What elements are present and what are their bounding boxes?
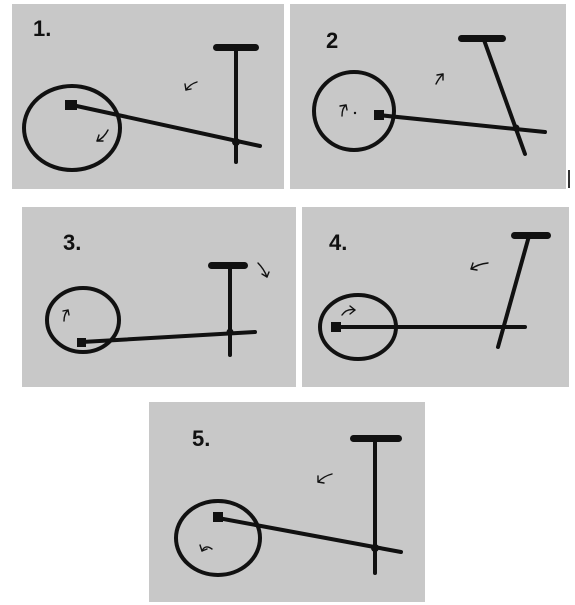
panel-2-drawing (312, 35, 547, 156)
panel-5-drawing (174, 435, 403, 577)
wheel-circle (45, 286, 121, 354)
slanted-post (482, 38, 527, 156)
panel-label: 2 (326, 28, 339, 53)
slanted-post (496, 234, 531, 349)
pivot-block (213, 512, 223, 522)
curved-arrow-icon (62, 309, 70, 322)
connecting-rod (216, 516, 403, 554)
panel-2: 2 (290, 4, 566, 189)
curved-arrow-icon (199, 544, 213, 552)
pivot-block (77, 338, 86, 347)
panel-label: 5. (192, 426, 211, 451)
connecting-rod (376, 113, 547, 134)
curved-arrow-icon (470, 262, 489, 271)
curved-arrow-icon (341, 305, 356, 316)
pivot-block (65, 100, 77, 110)
handle-top-bar (213, 44, 259, 51)
handle-top-bar (458, 35, 506, 42)
panel-label: 3. (63, 230, 82, 255)
curved-arrow-icon (317, 473, 333, 484)
curved-arrow-icon (435, 73, 444, 85)
curved-arrow-icon (257, 262, 270, 278)
wheel-circle (174, 499, 262, 577)
handle-top-bar (208, 262, 248, 269)
connecting-rod (70, 103, 262, 148)
panel-label: 1. (33, 16, 52, 41)
curved-arrow-icon (96, 129, 109, 142)
panel-5: 5. (149, 402, 425, 602)
joint-dot (226, 328, 234, 336)
panel-3: 3. (22, 207, 296, 387)
panel-label: 4. (329, 230, 348, 255)
panel-4: 4. (302, 207, 569, 387)
panel-1-drawing (22, 44, 262, 172)
wheel-circle (22, 84, 122, 172)
handle-top-bar (511, 232, 551, 239)
joint-dot (371, 544, 379, 552)
edge-mark (568, 170, 570, 188)
pivot-block (374, 110, 384, 120)
panel-3-drawing (45, 262, 270, 357)
joint-dot (232, 138, 240, 146)
joint-dot (512, 124, 520, 132)
curved-arrow-icon (339, 104, 357, 117)
wheel-circle (312, 70, 396, 152)
panel-1: 1. (12, 4, 284, 189)
panel-4-drawing (318, 232, 551, 361)
pivot-block (331, 322, 341, 332)
curved-arrow-icon (184, 81, 198, 91)
connecting-rod (80, 330, 257, 344)
